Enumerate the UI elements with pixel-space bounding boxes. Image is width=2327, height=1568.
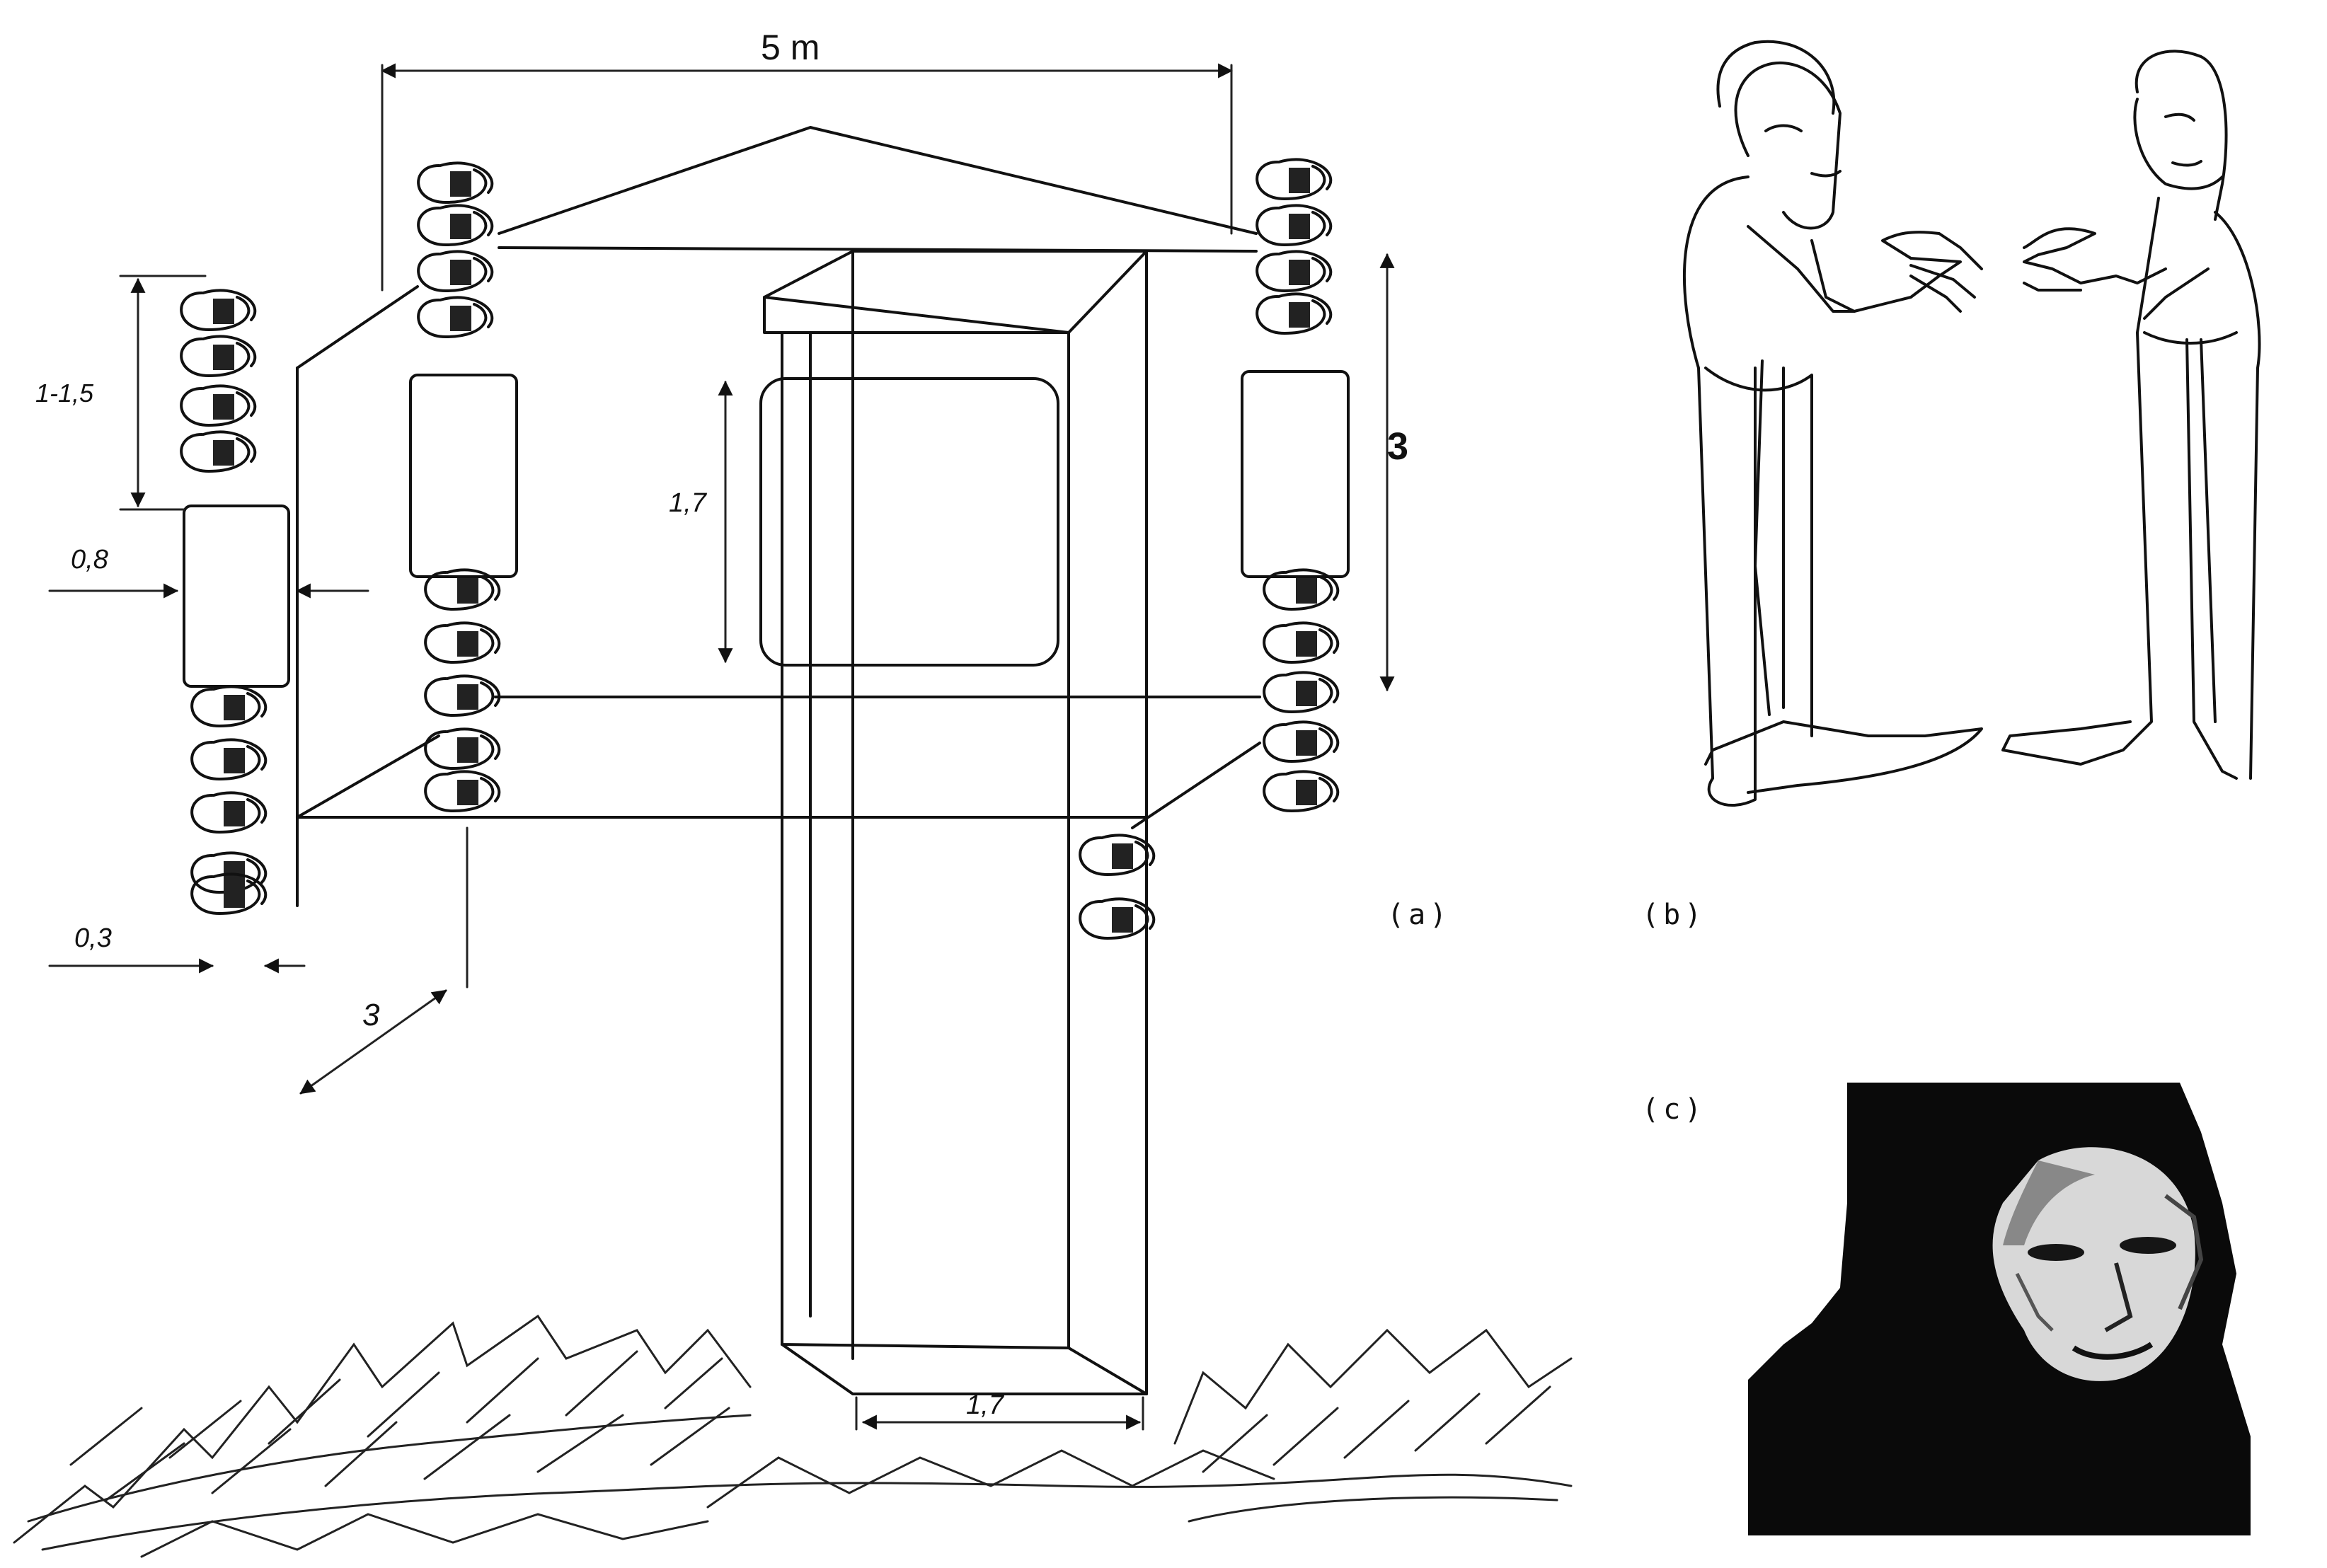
dimension-label-height-right: 3 <box>1387 425 1409 468</box>
central-pillar <box>759 250 1148 1395</box>
dimension-label-wire-diameter: 0,3 <box>74 923 112 953</box>
dimension-lines <box>48 253 1395 1431</box>
back-left-column <box>409 161 518 812</box>
dimension-label-base-width: 1,7 <box>966 1390 1004 1420</box>
ground-hatching <box>13 1314 1573 1558</box>
caption-c: (c) <box>1642 1093 1706 1126</box>
right-column <box>1241 158 1350 812</box>
being-left <box>1683 40 1983 807</box>
caption-b: (b) <box>1642 899 1706 931</box>
caption-a: (a) <box>1387 899 1452 931</box>
dimension-label-window-height: 1,7 <box>669 488 706 518</box>
frame-lines <box>296 285 1261 907</box>
dimension-label-depth: 3 <box>362 998 380 1032</box>
face-highlight <box>1992 1147 2204 1381</box>
dimension-label-cylinder-diameter: 0,8 <box>71 545 108 575</box>
dimension-label-5m: 5 m <box>761 28 820 67</box>
left-column <box>180 289 290 915</box>
being-right <box>2001 50 2261 780</box>
dimension-label-coil-length: 1-1,5 <box>35 379 94 408</box>
dimension-5m <box>380 63 1234 292</box>
